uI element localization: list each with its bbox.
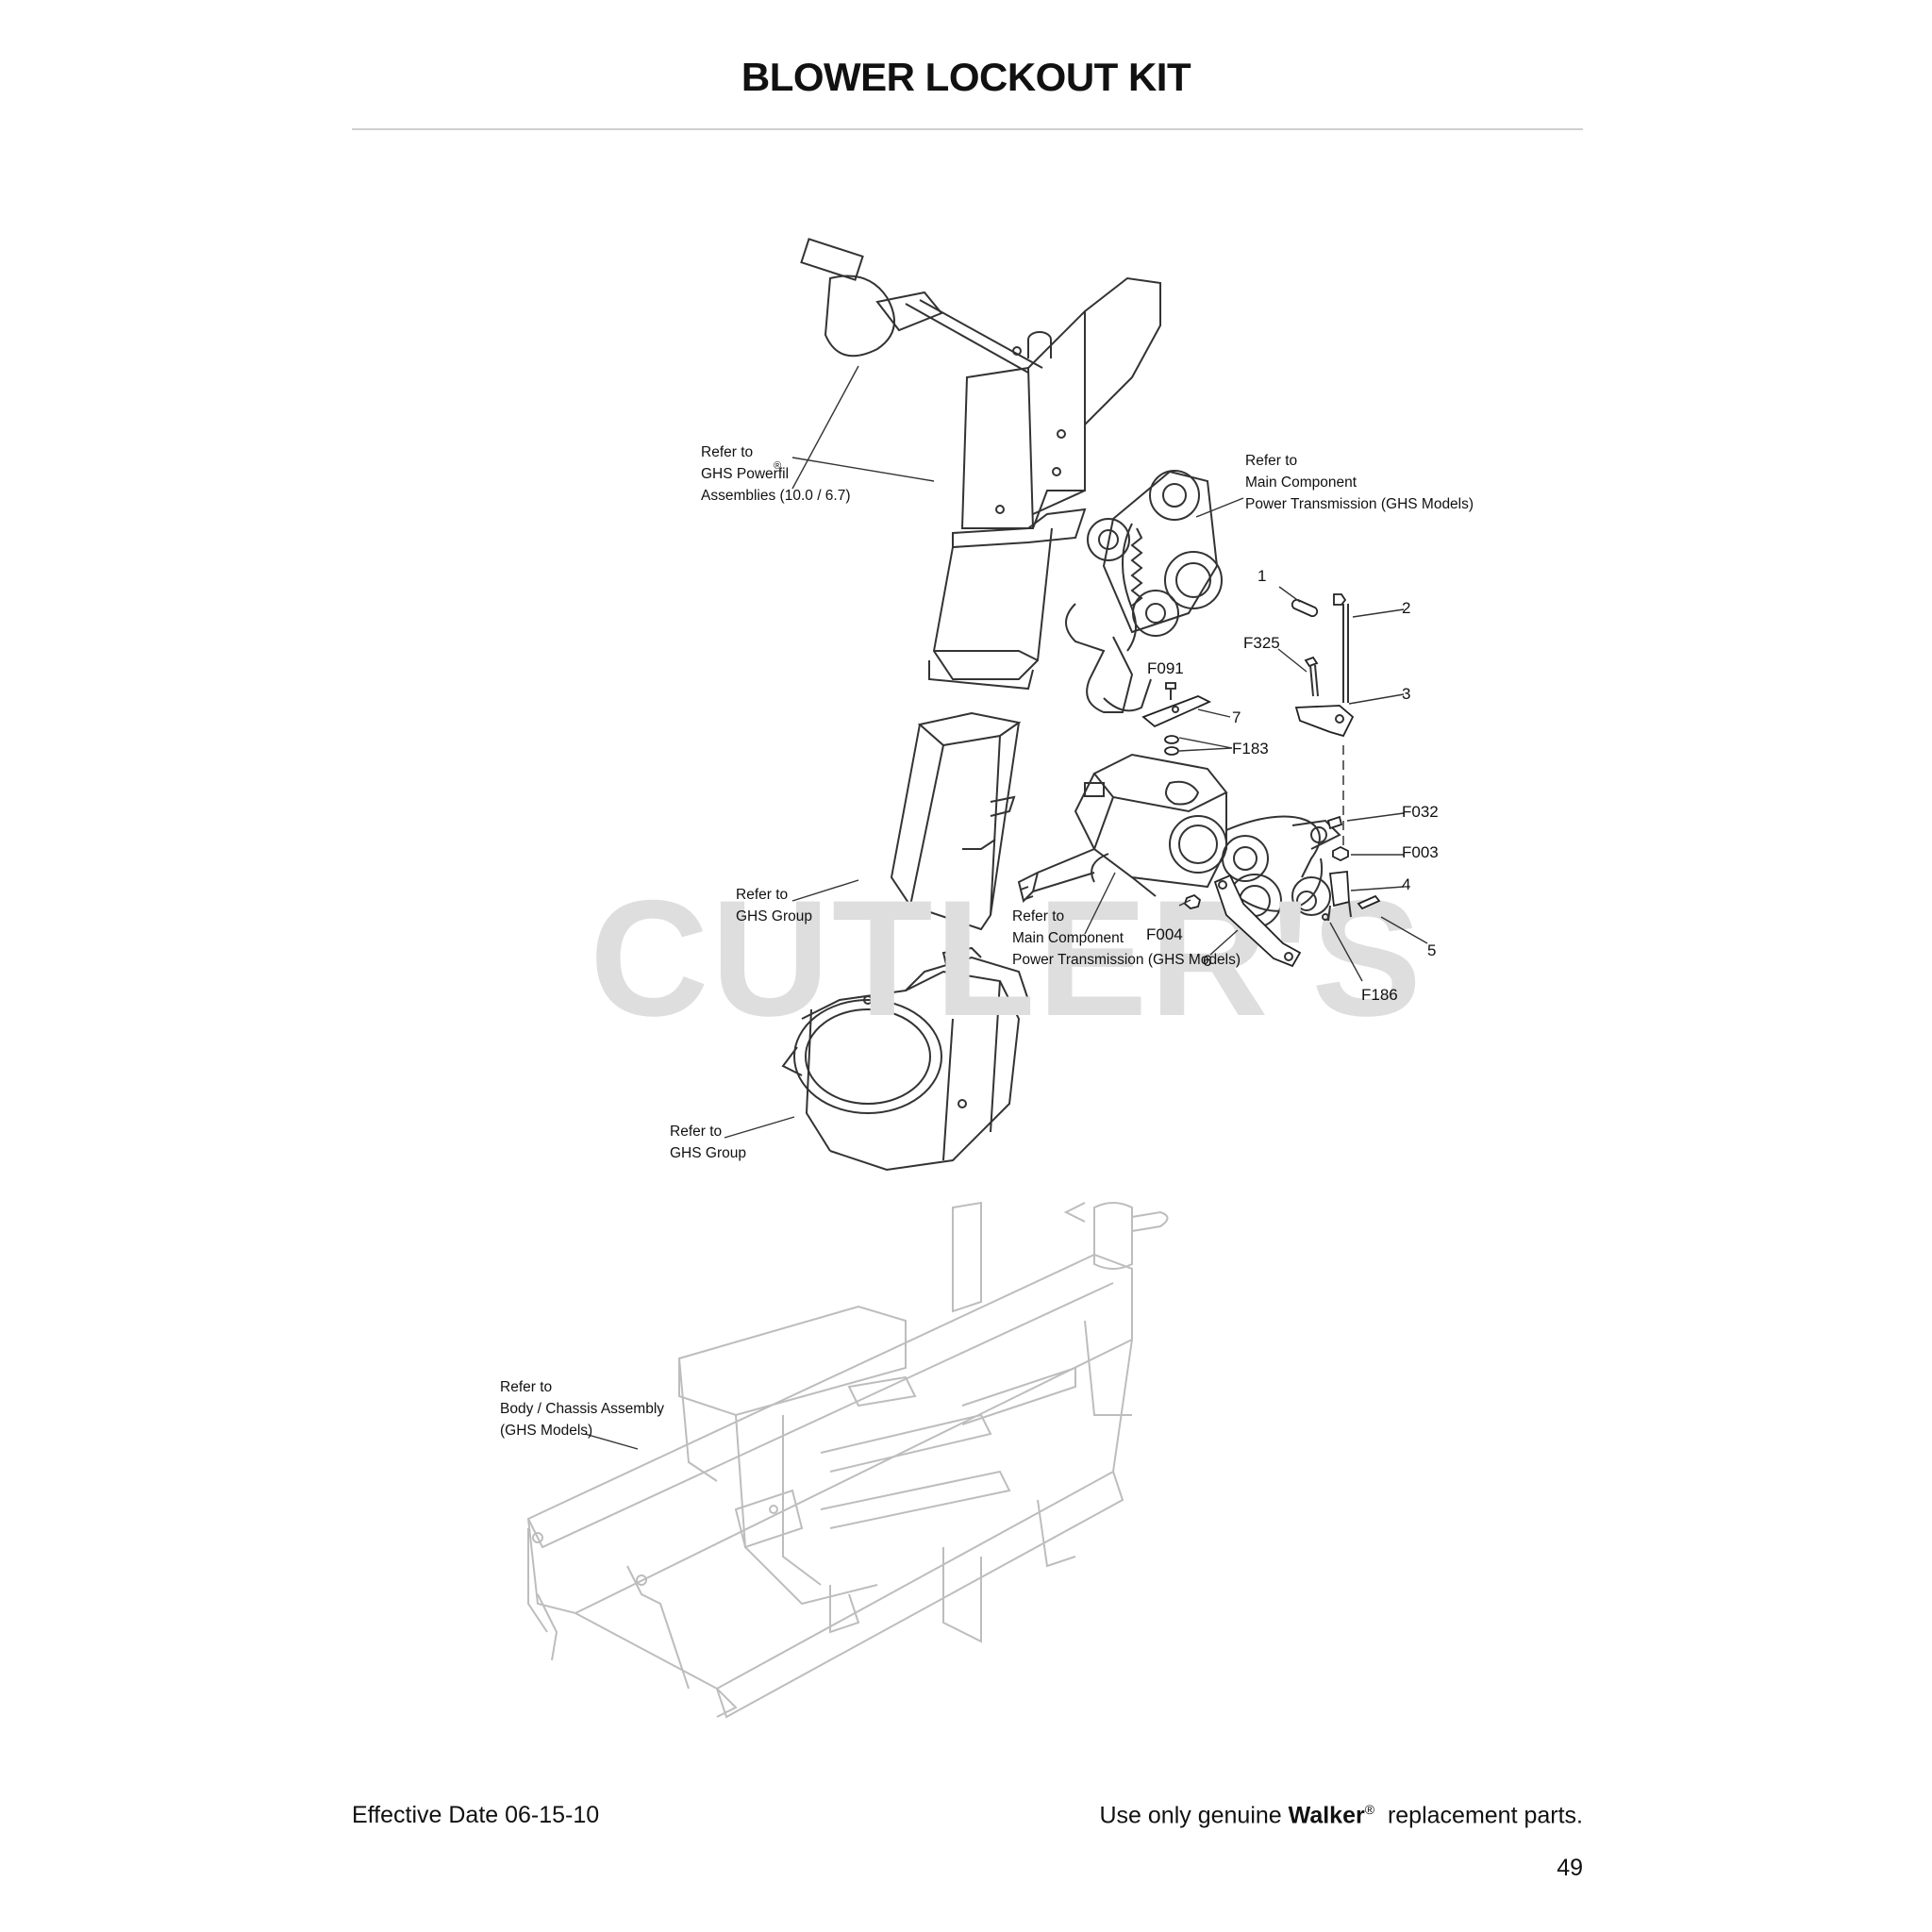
brand-registered-mark: ® [1364, 1802, 1375, 1817]
ref-powerfil-line3: Assemblies (10.0 / 6.7) [701, 488, 851, 504]
callout-f004: F004 [1146, 925, 1183, 943]
ref-powerfil: Refer to GHS Powerfil ® Assemblies (10.0… [701, 444, 851, 504]
ref-power-transmission-top: Refer to Main Component Power Transmissi… [1245, 453, 1474, 512]
genuine-parts-notice: Use only genuine Walker® replacement par… [1100, 1802, 1584, 1829]
ref-ghs-group-lower: Refer to GHS Group [670, 1124, 746, 1161]
ref-chassis-line2: Body / Chassis Assembly [500, 1401, 664, 1417]
ref-ghs-group-upper: Refer to GHS Group [736, 887, 812, 924]
effective-date: Effective Date 06-15-10 [352, 1802, 600, 1828]
callout-1: 1 [1257, 567, 1266, 585]
title-rule [352, 128, 1583, 130]
chassis-drawing [526, 1201, 1169, 1719]
part-4-clevis [1329, 871, 1350, 908]
page-number: 49 [1557, 1855, 1583, 1881]
leader-lines [584, 365, 1428, 1450]
callout-6: 6 [1203, 952, 1211, 970]
ref-ghs-upper-line2: GHS Group [736, 908, 812, 924]
callout-f183: F183 [1232, 740, 1269, 758]
callout-f032: F032 [1402, 803, 1439, 821]
f183-washer-lower [1164, 746, 1179, 756]
ref-chassis-line1: Refer to [500, 1379, 552, 1395]
blower-duct-drawing [890, 711, 1022, 931]
callout-f091: F091 [1147, 659, 1184, 677]
f186-cotter-pin [1322, 913, 1329, 921]
ref-ghs-lower-line1: Refer to [670, 1124, 722, 1140]
callout-f325: F325 [1243, 634, 1280, 652]
part-5-pin [1357, 894, 1381, 910]
ref-pt-mid-line3: Power Transmission (GHS Models) [1012, 952, 1241, 968]
f325-bolt-head [1304, 656, 1319, 668]
ref-powerfil-reg: ® [774, 460, 781, 472]
callout-4: 4 [1402, 875, 1410, 893]
ref-pt-mid-line2: Main Component [1012, 930, 1124, 946]
part-callouts: 1 2 F325 F091 3 7 F183 F032 F003 4 F004 … [1146, 567, 1439, 1004]
callout-7: 7 [1232, 708, 1241, 726]
part-6-arm [1213, 874, 1302, 968]
part-1-pin [1291, 598, 1319, 618]
ref-powerfil-line1: Refer to [701, 444, 753, 460]
watermark-text: CUTLER'S [590, 867, 1424, 1051]
f325-bolt [1309, 664, 1314, 697]
powerfil-assembly-drawing [800, 238, 1161, 691]
callout-5: 5 [1427, 941, 1436, 959]
callout-2: 2 [1402, 599, 1410, 617]
f183-washer-upper [1164, 735, 1179, 744]
ref-powerfil-line2: GHS Powerfil [701, 466, 789, 482]
ref-chassis-line3: (GHS Models) [500, 1423, 592, 1439]
blower-housing-drawing [781, 946, 1029, 1172]
part-2-rod-head [1333, 593, 1347, 606]
ref-power-transmission-mid: Refer to Main Component Power Transmissi… [1012, 908, 1241, 968]
notice-prefix: Use only genuine [1099, 1802, 1282, 1829]
callout-f003: F003 [1402, 843, 1439, 861]
notice-suffix: replacement parts. [1387, 1802, 1583, 1829]
callout-3: 3 [1402, 685, 1410, 703]
page-title: BLOWER LOCKOUT KIT [741, 55, 1191, 99]
part-3-plate [1294, 705, 1355, 738]
f003-nut [1332, 845, 1349, 862]
upper-power-transmission-drawing [1065, 470, 1223, 713]
lockout-kit-parts [1141, 593, 1381, 968]
brand-name: Walker [1288, 1802, 1365, 1829]
f004-nut [1183, 893, 1202, 909]
ref-pt-mid-line1: Refer to [1012, 908, 1064, 924]
ref-pt-top-line2: Main Component [1245, 475, 1357, 491]
ref-chassis: Refer to Body / Chassis Assembly (GHS Mo… [500, 1379, 664, 1439]
f091-screw [1165, 682, 1176, 690]
ref-pt-top-line3: Power Transmission (GHS Models) [1245, 496, 1474, 512]
ref-ghs-lower-line2: GHS Group [670, 1145, 746, 1161]
callout-f186: F186 [1361, 986, 1398, 1004]
ref-ghs-upper-line1: Refer to [736, 887, 788, 903]
f032-bolt [1326, 815, 1343, 830]
ref-pt-top-line1: Refer to [1245, 453, 1297, 469]
